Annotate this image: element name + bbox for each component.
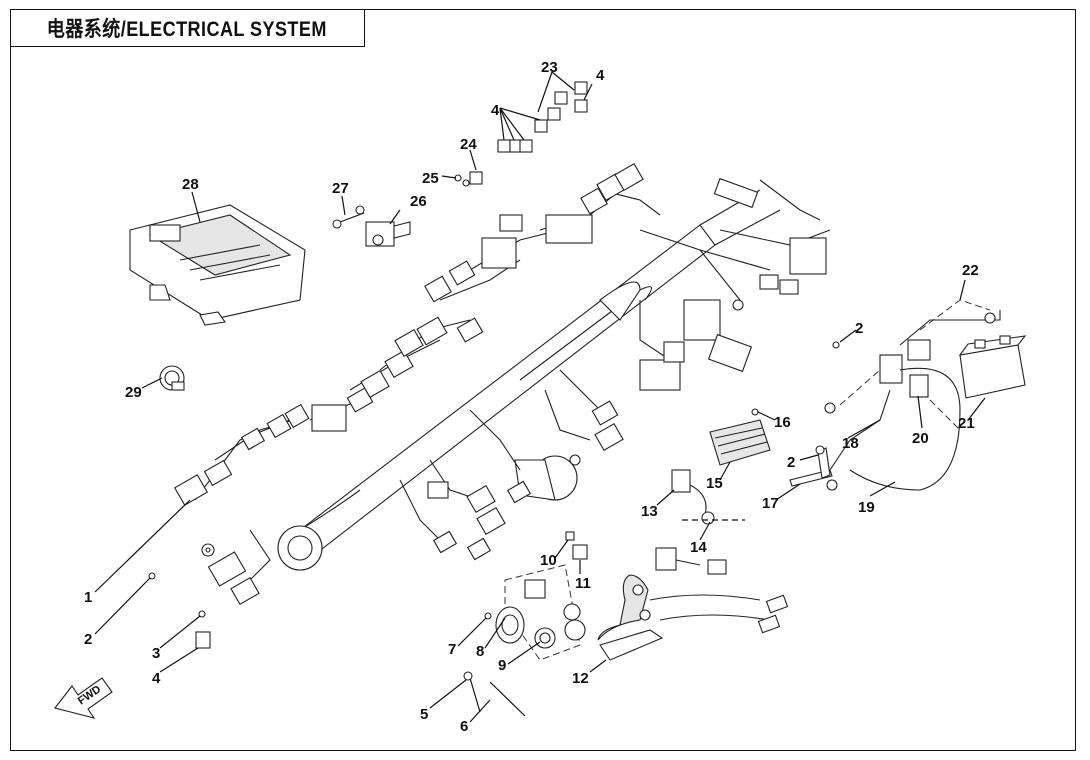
- connector-13: [671, 469, 715, 525]
- callout-2: 2: [84, 631, 92, 648]
- callout-27: 27: [332, 180, 349, 197]
- title-block: 电器系统/ELECTRICAL SYSTEM: [10, 9, 365, 47]
- switch-panel-assembly: [484, 531, 588, 661]
- ground-cable: [789, 445, 838, 491]
- callout-19: 19: [858, 499, 875, 516]
- relay-group: [454, 81, 588, 187]
- callout-4-relay-left: 4: [491, 102, 500, 119]
- callout-7: 7: [448, 641, 456, 658]
- callout-4: 4: [152, 670, 161, 687]
- callout-17: 17: [762, 495, 779, 512]
- front-small-parts: [148, 341, 840, 649]
- callout-22: 22: [962, 262, 979, 279]
- callout-16: 16: [774, 414, 791, 431]
- callout-13: 13: [641, 503, 658, 520]
- callout-28: 28: [182, 176, 199, 193]
- harness-branches: [173, 162, 831, 606]
- callout-14: 14: [690, 539, 707, 556]
- callout-8: 8: [476, 643, 484, 660]
- main-wire-harness: [277, 189, 781, 571]
- callout-1: 1: [84, 589, 92, 606]
- callout-20: 20: [912, 430, 929, 447]
- bolt-and-rod: [463, 671, 526, 717]
- ecu-module: [129, 204, 306, 326]
- leader-lines: [94, 71, 986, 723]
- callout-18: 18: [842, 435, 859, 452]
- callout-10: 10: [540, 552, 557, 569]
- callout-6: 6: [460, 718, 468, 735]
- callout-12: 12: [572, 670, 589, 687]
- handlebar-switch-housing: [597, 547, 789, 661]
- callout-21: 21: [958, 415, 975, 432]
- callout-26: 26: [410, 193, 427, 210]
- callout-29: 29: [125, 384, 142, 401]
- callout-25: 25: [422, 170, 439, 187]
- drawing-frame: [10, 9, 1076, 751]
- callout-23: 23: [541, 59, 558, 76]
- sensor-assembly: [332, 205, 411, 247]
- callout-4-relay-top: 4: [596, 67, 605, 84]
- callout-numbers: 1 2 3 4 5 6 7 8 9 10 11 12 13 14 15 16 1…: [84, 59, 979, 735]
- callout-15: 15: [706, 475, 723, 492]
- callout-2-battery: 2: [855, 320, 863, 337]
- forward-direction-arrow: FWD: [54, 677, 113, 719]
- hose-clamp: [159, 365, 185, 391]
- voltage-regulator: [709, 408, 771, 466]
- diagram-title: 电器系统/ELECTRICAL SYSTEM: [46, 17, 328, 41]
- callout-9: 9: [498, 657, 506, 674]
- callout-24: 24: [460, 136, 477, 153]
- callout-5: 5: [420, 706, 428, 723]
- callout-11: 11: [575, 575, 591, 592]
- battery-and-cables: [824, 299, 1027, 491]
- callout-3: 3: [152, 645, 160, 662]
- callout-2-cable: 2: [787, 454, 795, 471]
